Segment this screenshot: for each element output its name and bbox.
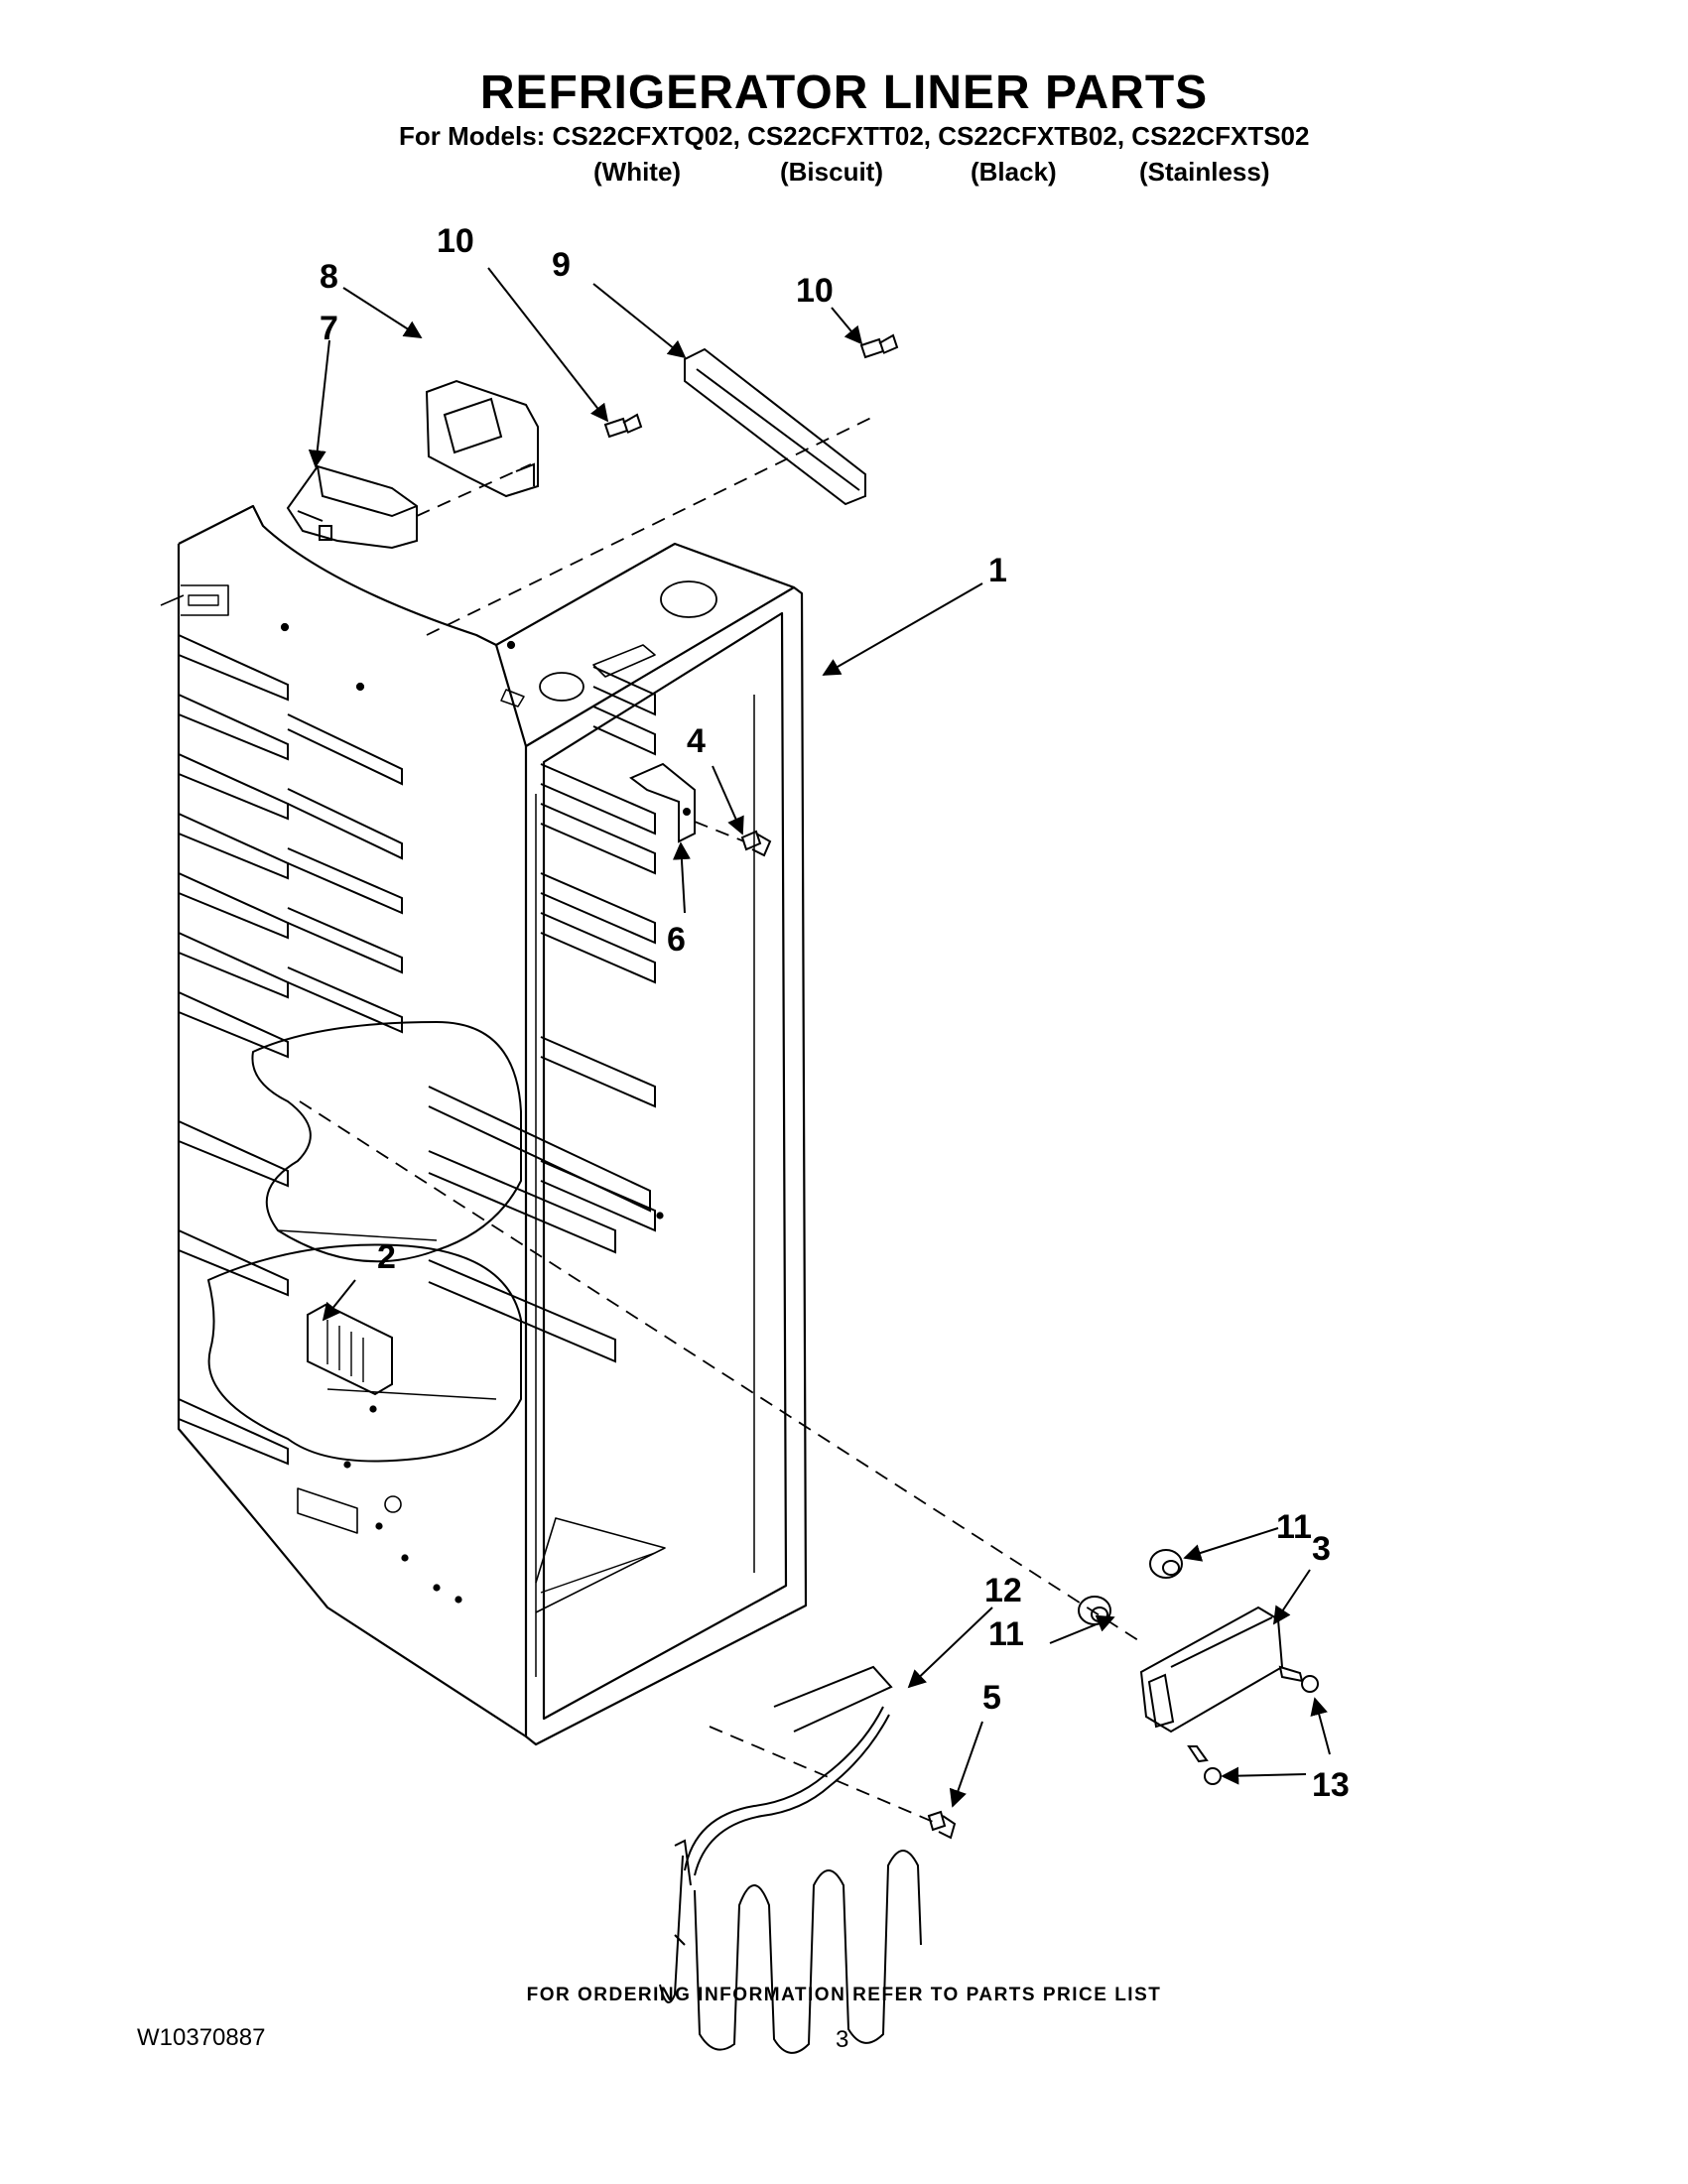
plug-part-11-upper <box>1149 1549 1183 1579</box>
housing-part-3 <box>1139 1606 1284 1734</box>
control-housing-part-7 <box>286 464 418 550</box>
right-wall-shelf-supports <box>428 666 656 1363</box>
bracket-part-8 <box>425 379 539 498</box>
liner-part-1 <box>160 504 808 1746</box>
bracket-part-6 <box>629 762 696 843</box>
heater-coil-part-12 <box>659 1665 922 2054</box>
callout-6: 6 <box>667 921 686 959</box>
callout-7: 7 <box>320 310 338 347</box>
callout-leaders <box>308 267 1331 1808</box>
alignment-lines <box>299 416 1142 1825</box>
callout-3: 3 <box>1312 1530 1331 1568</box>
pin-part-13-lower <box>1187 1745 1222 1785</box>
callout-11-lower: 11 <box>988 1615 1024 1653</box>
callout-8: 8 <box>320 258 338 296</box>
vent-part-2 <box>307 1303 393 1396</box>
callout-2: 2 <box>377 1238 396 1276</box>
screw-part-10-right <box>859 333 899 359</box>
callout-10-left: 10 <box>437 222 474 260</box>
callout-9: 9 <box>552 246 571 284</box>
callout-4: 4 <box>687 722 706 760</box>
callout-13: 13 <box>1312 1766 1350 1804</box>
left-wall-shelf-rails <box>178 634 403 1466</box>
variant-white: (White) <box>593 157 682 187</box>
callout-11-upper: 11 <box>1276 1508 1312 1546</box>
variant-black: (Black) <box>971 157 1057 187</box>
screw-part-5 <box>927 1810 957 1840</box>
variant-stainless: (Stainless) <box>1139 157 1270 187</box>
ordering-note: FOR ORDERING INFORMATION REFER TO PARTS … <box>526 1985 1162 2005</box>
callout-1: 1 <box>988 552 1007 589</box>
callout-10-right: 10 <box>796 272 834 310</box>
page-title: REFRIGERATOR LINER PARTS <box>479 66 1209 119</box>
variant-biscuit: (Biscuit) <box>780 157 883 187</box>
pin-part-13-upper <box>1278 1665 1319 1693</box>
callout-12: 12 <box>984 1572 1022 1609</box>
page-number: 3 <box>836 2026 849 2053</box>
document-number: W10370887 <box>137 2024 266 2051</box>
trim-rail-part-9 <box>684 347 866 506</box>
models-line: For Models: CS22CFXTQ02, CS22CFXTT02, CS… <box>399 121 1310 151</box>
callout-5: 5 <box>982 1679 1001 1717</box>
screw-part-10-left <box>603 413 643 439</box>
screw-part-4 <box>740 830 772 857</box>
